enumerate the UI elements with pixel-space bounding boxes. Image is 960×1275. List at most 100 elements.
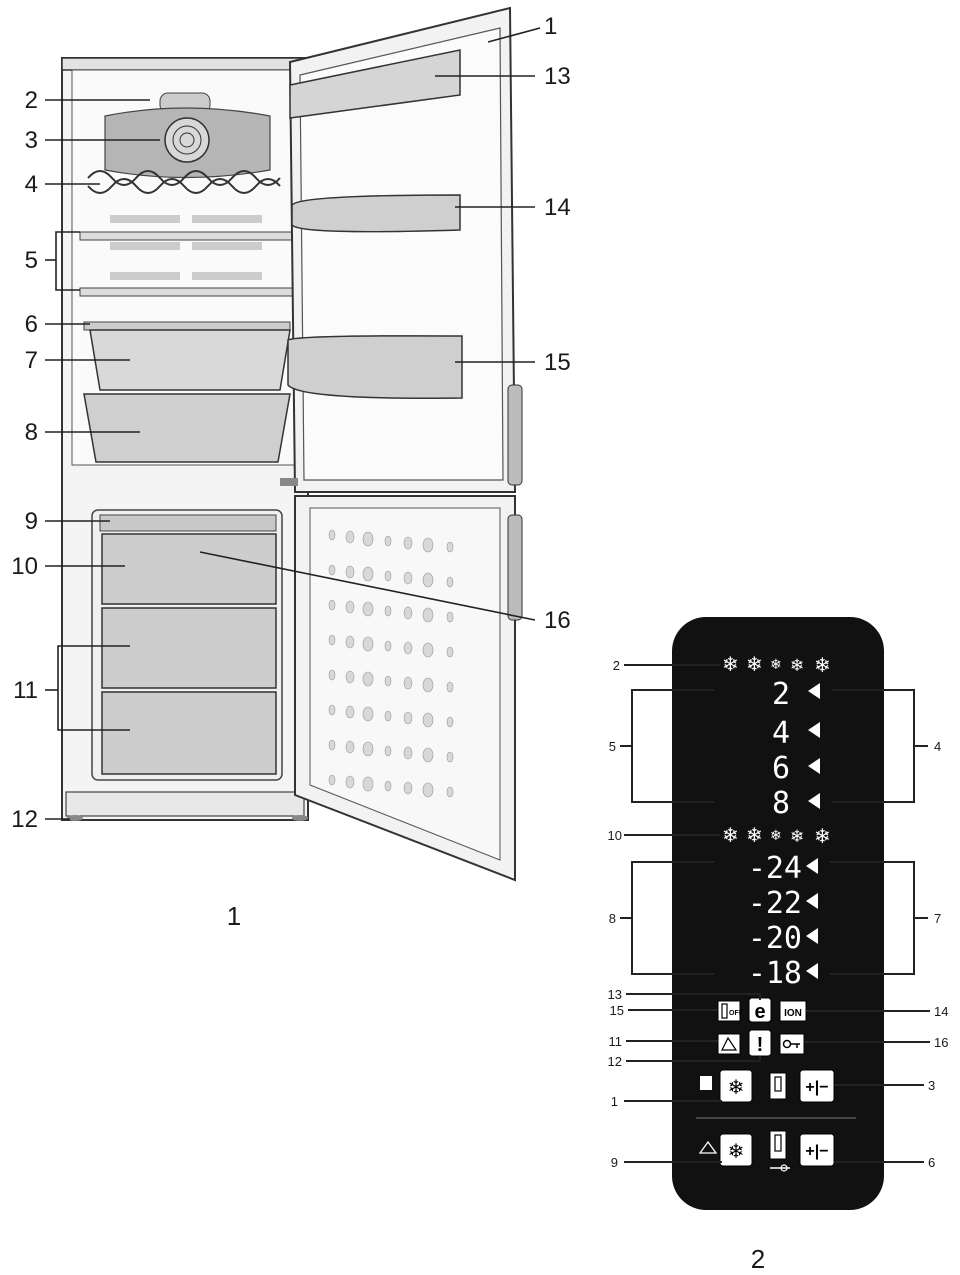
eco-glyph: e bbox=[754, 1001, 765, 1023]
figure1-callouts: 2 3 4 5 6 7 8 9 10 11 12 1 13 14 15 16 1 bbox=[11, 13, 570, 931]
crisper-lower bbox=[83, 393, 291, 463]
fan-grille bbox=[164, 117, 210, 163]
door-dimple bbox=[345, 670, 355, 684]
indicator-arrow-icon bbox=[806, 928, 818, 944]
door-dimple bbox=[403, 606, 413, 620]
freezer-plus-minus-button[interactable] bbox=[799, 1133, 835, 1167]
control-panel: ❄ ❄ ❄ ❄ ❄ ❄ ❄ ❄ ❄ ❄ 2 4 6 8 -24 -22 -20 … bbox=[672, 617, 884, 1210]
panel-label-13: 13 bbox=[608, 987, 622, 1002]
door-dimple bbox=[384, 780, 392, 792]
fridge-temp-8: 8 bbox=[772, 786, 790, 821]
button-row-1: ❄ +|− bbox=[700, 1069, 835, 1103]
freezer-handle bbox=[507, 514, 523, 621]
fridge-handle bbox=[507, 384, 523, 486]
panel-label-10: 10 bbox=[608, 828, 622, 843]
fridge-snowflake-button[interactable] bbox=[719, 1069, 753, 1103]
button-row-2: ❄ +|− bbox=[698, 1130, 835, 1172]
door-dimple bbox=[422, 537, 434, 553]
snowflake-icon: ❄ bbox=[728, 1139, 745, 1163]
fridge-select-button[interactable] bbox=[769, 1072, 787, 1100]
door-shelf-bottles bbox=[287, 335, 463, 399]
temp-indicator-arrows bbox=[806, 683, 820, 979]
snowflake-icon: ❄ bbox=[746, 823, 763, 847]
door-dimple bbox=[328, 704, 336, 716]
freezer-snowflake-button[interactable] bbox=[719, 1133, 753, 1167]
door-dimple bbox=[345, 740, 355, 754]
fridge-temp-4: 4 bbox=[772, 716, 790, 751]
door-dimple bbox=[345, 775, 355, 789]
plus-minus-glyph: +|− bbox=[805, 1143, 828, 1160]
door-dimple bbox=[328, 634, 336, 646]
fridge-temp-2: 2 bbox=[772, 677, 790, 712]
door-dimple bbox=[345, 530, 355, 544]
door-dimple bbox=[422, 782, 434, 798]
door-dimple bbox=[384, 745, 392, 757]
plus-minus-glyph: +|− bbox=[805, 1079, 828, 1096]
foot-right bbox=[292, 815, 308, 821]
label-4: 4 bbox=[25, 171, 38, 198]
door-dimple bbox=[362, 741, 374, 757]
panel-label-9: 9 bbox=[611, 1155, 618, 1170]
label-15: 15 bbox=[544, 349, 571, 376]
door-dimple bbox=[422, 607, 434, 623]
door-dimple bbox=[384, 570, 392, 582]
door-dimple bbox=[446, 541, 454, 553]
door-dimple bbox=[422, 747, 434, 763]
panel-label-11: 11 bbox=[609, 1034, 623, 1049]
panel-label-14: 14 bbox=[934, 1004, 948, 1019]
refrigerator-illustration bbox=[61, 6, 523, 882]
label-3: 3 bbox=[25, 127, 38, 154]
door-dimple bbox=[345, 565, 355, 579]
snowflake-icon: ❄ bbox=[814, 824, 831, 848]
door-dimple bbox=[362, 531, 374, 547]
icon-row-1: OFF e ION bbox=[717, 997, 807, 1023]
dairy-compartment bbox=[289, 49, 461, 119]
door-dimple bbox=[446, 576, 454, 588]
indicator-arrow-icon bbox=[808, 793, 820, 809]
door-dimple bbox=[345, 635, 355, 649]
door-dimple bbox=[403, 746, 413, 760]
door-dimple bbox=[403, 641, 413, 655]
panel-label-7: 7 bbox=[934, 911, 941, 926]
door-dimple bbox=[384, 710, 392, 722]
snowflake-icon: ❄ bbox=[746, 652, 763, 676]
door-dimple bbox=[362, 776, 374, 792]
freezer-drawer-3 bbox=[101, 691, 277, 775]
door-shelf-upper bbox=[291, 194, 461, 233]
label-8: 8 bbox=[25, 419, 38, 446]
door-dimple bbox=[446, 716, 454, 728]
figure2-callouts: 2 5 4 10 8 7 13 15 14 11 16 12 1 3 9 6 2 bbox=[608, 658, 949, 1274]
snowflake-icon: ❄ bbox=[722, 652, 739, 676]
door-dimple bbox=[362, 601, 374, 617]
cabinet-top bbox=[61, 57, 309, 71]
fast-freeze-indicator-icon bbox=[717, 1033, 741, 1055]
freezer-temp-18: -18 bbox=[748, 956, 802, 991]
label-7: 7 bbox=[25, 347, 38, 374]
label-9: 9 bbox=[25, 508, 38, 535]
fridge-snowflake-row: ❄ ❄ ❄ ❄ ❄ bbox=[722, 652, 831, 677]
freezer-temp-22: -22 bbox=[748, 886, 802, 921]
ice-tray bbox=[99, 514, 277, 532]
snowflake-icon: ❄ bbox=[770, 828, 782, 844]
door-dimple bbox=[403, 676, 413, 690]
glass-shelves bbox=[79, 215, 297, 297]
panel-label-16: 16 bbox=[934, 1035, 948, 1050]
panel-label-12: 12 bbox=[608, 1054, 622, 1069]
label-13: 13 bbox=[544, 63, 571, 90]
fridge-off-small-icon bbox=[700, 1076, 712, 1090]
door-dimple bbox=[403, 571, 413, 585]
label-1: 1 bbox=[544, 13, 557, 40]
door-dimple bbox=[403, 781, 413, 795]
door-dimple bbox=[446, 611, 454, 623]
bottle-rack bbox=[87, 170, 281, 186]
freezer-select-button[interactable] bbox=[769, 1130, 787, 1160]
indicator-arrow-icon bbox=[808, 758, 820, 774]
panel-label-15: 15 bbox=[610, 1003, 624, 1018]
snowflake-icon: ❄ bbox=[790, 656, 804, 676]
door-dimple bbox=[446, 681, 454, 693]
freezer-temp-24: -24 bbox=[748, 851, 802, 886]
label-11: 11 bbox=[13, 677, 38, 704]
crisper-cover bbox=[83, 321, 291, 331]
door-dimple bbox=[328, 529, 336, 541]
